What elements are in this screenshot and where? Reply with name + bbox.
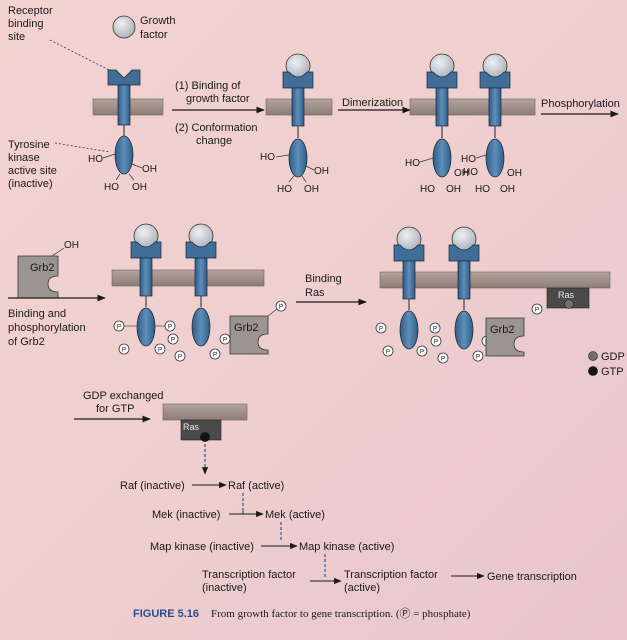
oh-label: OH bbox=[446, 184, 461, 195]
dimerization-label: Dimerization bbox=[342, 97, 403, 109]
growth-factor-label-line1: Growth bbox=[140, 15, 175, 27]
membrane-segment-6 bbox=[162, 403, 248, 421]
gtp-molecule bbox=[200, 432, 210, 442]
receptor-kinase-domain-2 bbox=[288, 138, 308, 178]
oh-label: OH bbox=[507, 168, 522, 179]
gdp-exchange-line2: for GTP bbox=[96, 403, 135, 415]
dimer-receptor-left bbox=[426, 53, 458, 178]
ho-label: HO bbox=[104, 182, 119, 193]
ho-label: HO bbox=[463, 167, 478, 178]
ho-label: HO bbox=[260, 152, 275, 163]
tyrosine-label-line1: Tyrosine bbox=[8, 139, 50, 151]
mek-active: Mek (active) bbox=[265, 509, 325, 521]
ho-label: HO bbox=[475, 184, 490, 195]
grb2-label: Grb2 bbox=[490, 324, 514, 336]
row2-phosphates bbox=[113, 320, 231, 362]
receptor-kinase-domain-1 bbox=[114, 135, 134, 175]
raf-inactive: Raf (inactive) bbox=[120, 480, 185, 492]
grb2-bound bbox=[229, 315, 269, 355]
oh-label: OH bbox=[314, 166, 329, 177]
oh-label: OH bbox=[142, 164, 157, 175]
row2b-receptor-left bbox=[393, 226, 425, 350]
grb2-label: Grb2 bbox=[30, 262, 54, 274]
receptor-binding-label-line3: site bbox=[8, 31, 25, 43]
phosphorylation-label: Phosphorylation bbox=[541, 98, 620, 110]
ho-label: HO bbox=[405, 158, 420, 169]
raf-active: Raf (active) bbox=[228, 480, 284, 492]
receptor-binding-label-line2: binding bbox=[8, 18, 43, 30]
ho-label: HO bbox=[420, 184, 435, 195]
row2-receptor-left bbox=[130, 223, 162, 347]
row2b-phosphates bbox=[375, 322, 493, 364]
figure-number: FIGURE 5.16 bbox=[133, 608, 199, 620]
ho-label: HO bbox=[277, 184, 292, 195]
binding-grb2-line1: Binding and bbox=[8, 308, 66, 320]
tyrosine-pointer bbox=[54, 142, 111, 153]
ho-label: HO bbox=[88, 154, 103, 165]
figure-caption: From growth factor to gene transcription… bbox=[211, 607, 471, 620]
ras-label: Ras bbox=[558, 290, 575, 300]
tyrosine-label-line4: (inactive) bbox=[8, 178, 53, 190]
gdp-exchange-line1: GDP exchanged bbox=[83, 390, 164, 402]
oh-label: OH bbox=[64, 240, 79, 251]
step2-label-line1: (2) Conformation bbox=[175, 122, 258, 134]
binding-ras-line2: Ras bbox=[305, 287, 325, 299]
receptor-transmembrane-1 bbox=[117, 84, 131, 126]
tf-inactive-line1: Transcription factor bbox=[202, 569, 296, 581]
gdp-legend-label: GDP bbox=[601, 351, 625, 363]
grb2-bound bbox=[485, 317, 525, 357]
membrane-segment-4 bbox=[111, 269, 265, 287]
tf-inactive-line2: (inactive) bbox=[202, 582, 247, 594]
gene-transcription: Gene transcription bbox=[487, 571, 577, 583]
row2-receptor-right bbox=[185, 223, 217, 347]
receptor-binding-site-1 bbox=[107, 69, 141, 86]
growth-factor-label-line2: factor bbox=[140, 29, 168, 41]
ras-label: Ras bbox=[183, 422, 200, 432]
dimer-receptor-right bbox=[479, 53, 511, 178]
oh-label: OH bbox=[454, 168, 469, 179]
oh-label: OH bbox=[500, 184, 515, 195]
step1-label-line2: growth factor bbox=[186, 93, 250, 105]
receptor-binding-pointer bbox=[49, 39, 114, 73]
binding-ras-line1: Binding bbox=[305, 273, 342, 285]
binding-grb2-line3: of Grb2 bbox=[8, 336, 45, 348]
oh-label: OH bbox=[304, 184, 319, 195]
binding-grb2-line2: phosphorylation bbox=[8, 322, 86, 334]
mapk-active: Map kinase (active) bbox=[299, 541, 394, 553]
grb2-label: Grb2 bbox=[234, 322, 258, 334]
receptor-binding-site-2 bbox=[282, 71, 314, 89]
membrane-segment-3 bbox=[409, 98, 536, 116]
gtp-legend-icon bbox=[588, 366, 598, 376]
tf-active-line2: (active) bbox=[344, 582, 380, 594]
membrane-segment-5 bbox=[379, 271, 611, 289]
grb2-protein bbox=[17, 255, 59, 299]
gdp-legend-icon bbox=[588, 351, 598, 361]
row2b-receptor-right bbox=[448, 226, 480, 350]
ras-active bbox=[180, 419, 222, 441]
mapk-inactive: Map kinase (inactive) bbox=[150, 541, 254, 553]
step1-label-line1: (1) Binding of bbox=[175, 80, 241, 92]
step2-label-line2: change bbox=[196, 135, 232, 147]
growth-factor-ligand bbox=[112, 15, 136, 39]
ho-label: HO bbox=[461, 154, 476, 165]
oh-label: OH bbox=[132, 182, 147, 193]
gtp-legend-label: GTP bbox=[601, 366, 624, 378]
mek-inactive: Mek (inactive) bbox=[152, 509, 220, 521]
tyrosine-label-line2: kinase bbox=[8, 152, 40, 164]
receptor-transmembrane-2 bbox=[291, 87, 305, 127]
tyrosine-label-line3: active site bbox=[8, 165, 57, 177]
receptor-binding-label-line1: Receptor bbox=[8, 5, 53, 17]
tf-active-line1: Transcription factor bbox=[344, 569, 438, 581]
gdp-molecule bbox=[564, 299, 574, 309]
